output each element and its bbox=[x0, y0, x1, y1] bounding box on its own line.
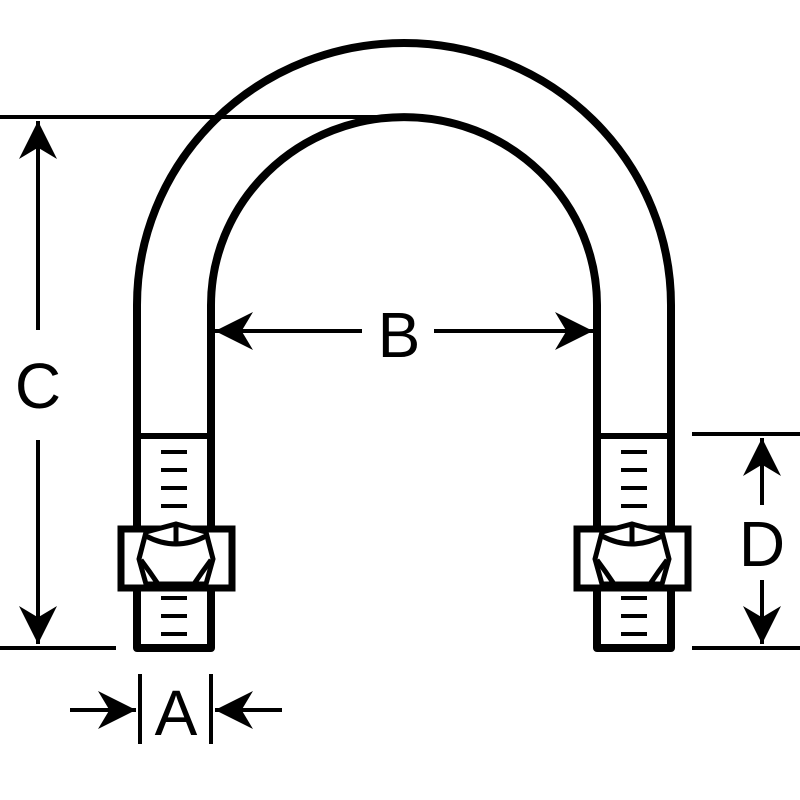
left-hex-nut bbox=[117, 521, 236, 592]
dimension-d bbox=[692, 432, 800, 650]
label-a: A bbox=[155, 677, 198, 749]
left-threads bbox=[161, 450, 187, 636]
label-d: D bbox=[739, 508, 785, 580]
dimension-c bbox=[0, 115, 390, 650]
right-threads bbox=[621, 450, 647, 636]
dimension-a bbox=[70, 674, 282, 744]
label-c: C bbox=[15, 350, 61, 422]
label-b: B bbox=[378, 299, 421, 371]
right-hex-nut bbox=[573, 521, 692, 592]
